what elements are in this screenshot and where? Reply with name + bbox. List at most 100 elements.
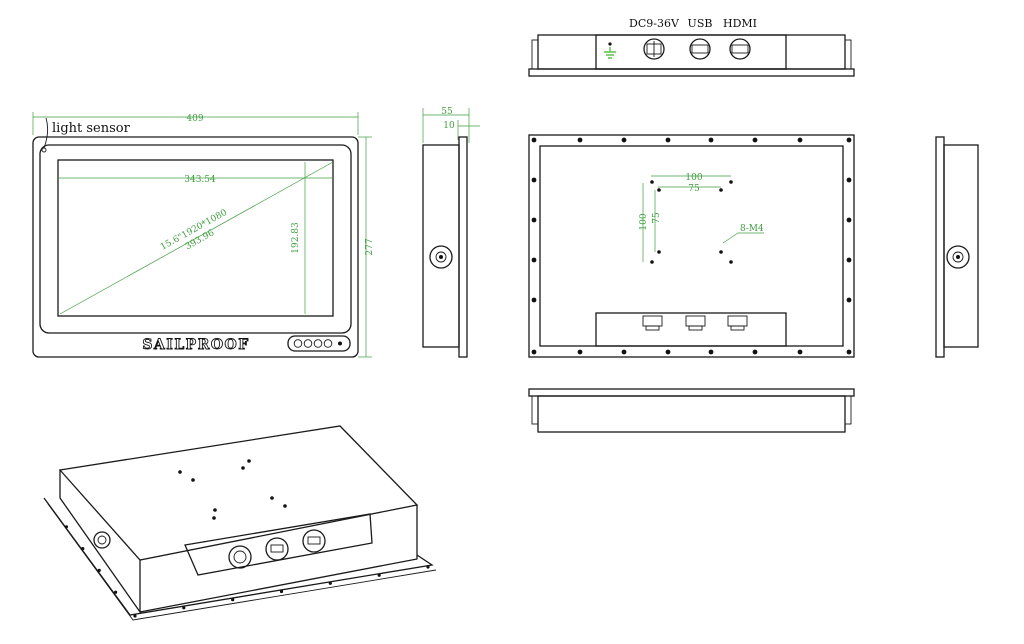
mounting-bolt — [531, 297, 537, 303]
iso-top-face — [58, 425, 419, 561]
vesa-outer-vertical-dimension: 100 — [639, 213, 649, 230]
mounting-bolt — [708, 349, 714, 355]
iso-vesa-hole — [270, 496, 274, 500]
vesa-hole — [650, 180, 654, 184]
iso-flange-bolt — [279, 589, 284, 594]
mounting-bolt — [665, 349, 671, 355]
iso-front-face — [139, 505, 418, 613]
mounting-bolt — [846, 137, 852, 143]
mounting-bolt — [531, 137, 537, 143]
screw-label-leader — [722, 232, 739, 244]
button-down-icon — [313, 339, 323, 348]
iso-vesa-hole — [213, 508, 217, 512]
vesa-inner-dimension: 75 — [688, 184, 700, 194]
top-housing — [537, 34, 846, 70]
bottom-housing — [537, 395, 846, 433]
iso-flange-bolts — [64, 525, 430, 618]
mounting-bolt — [752, 137, 758, 143]
brand-logo: SAILPROOF — [142, 337, 249, 353]
mounting-bolt — [846, 217, 852, 223]
bottom-flange — [528, 388, 855, 397]
bottom-view — [528, 388, 855, 433]
iso-flange-bolt — [426, 565, 430, 569]
mounting-bolt — [846, 349, 852, 355]
ground-symbol-icon — [604, 47, 616, 59]
iso-flange-bolt — [97, 568, 101, 573]
mounting-bolt — [797, 349, 803, 355]
right-side-view — [935, 136, 979, 358]
button-power-icon — [293, 339, 303, 348]
iso-vesa-hole — [191, 478, 195, 482]
screen-height-dimension: 192.83 — [291, 222, 301, 254]
mounting-bolt — [621, 137, 627, 143]
iso-flange-outline — [43, 497, 434, 616]
iso-flange-bolt — [64, 525, 68, 529]
vesa-outer-dimension: 100 — [685, 173, 702, 183]
iso-vesa-hole — [283, 504, 287, 508]
mounting-bolt — [531, 217, 537, 223]
top-flange — [528, 68, 855, 77]
left-side-view: 55 10 — [422, 107, 480, 358]
depth-dimension: 55 — [441, 107, 453, 117]
screw-label: 8-M4 — [740, 224, 764, 234]
vesa-hole — [729, 180, 733, 184]
vesa-hole — [729, 260, 733, 264]
iso-hdmi-connector-icon — [302, 529, 326, 553]
rear-view: 100 75 100 75 8-M4 — [528, 134, 855, 358]
light-sensor-label: light sensor — [52, 121, 131, 136]
connector-label-usb: USB — [688, 17, 713, 30]
rear-mounting-bolts — [531, 137, 852, 355]
side-flange — [458, 136, 468, 358]
screen-width-dimension: 343.54 — [184, 175, 216, 185]
front-bezel — [32, 136, 359, 358]
iso-left-face — [59, 470, 141, 615]
flange-dimension: 10 — [443, 121, 455, 131]
vesa-inner-vertical-dimension: 75 — [652, 212, 662, 224]
hdmi-connector-icon — [729, 38, 751, 60]
usb-connector-icon — [689, 38, 711, 60]
mounting-bolt — [665, 137, 671, 143]
iso-usb-connector-icon — [265, 537, 289, 561]
ground-point-icon — [608, 42, 612, 46]
right-side-flange — [935, 136, 945, 358]
rear-hdmi-connector-icon — [727, 315, 748, 327]
button-up-icon — [323, 339, 333, 348]
connector-label-dc: DC9-36V — [629, 17, 680, 30]
width-dimension: 409 — [186, 114, 203, 124]
mounting-bolt — [846, 297, 852, 303]
vesa-hole — [650, 260, 654, 264]
vesa-hole — [719, 188, 723, 192]
iso-flange-bolt — [328, 581, 332, 585]
vesa-hole — [657, 188, 661, 192]
iso-dc-connector-icon — [228, 545, 252, 569]
iso-vesa-hole — [212, 516, 216, 520]
iso-flange-bolt — [114, 590, 118, 594]
iso-connector-panel — [184, 513, 373, 576]
control-button-panel — [287, 335, 351, 352]
iso-vesa-hole — [178, 470, 182, 474]
side-connector-icon — [429, 245, 453, 269]
rear-flange — [528, 134, 855, 358]
top-connector-panel — [595, 34, 787, 70]
screen-area — [57, 159, 334, 317]
mounting-bolt — [797, 137, 803, 143]
iso-vesa-hole — [247, 459, 251, 463]
iso-flange-bolt — [81, 547, 85, 551]
connector-label-hdmi: HDMI — [723, 17, 757, 30]
iso-side-connector-icon — [93, 531, 111, 549]
mounting-bolt — [577, 349, 583, 355]
top-view: DC9-36V USB HDMI — [528, 17, 855, 77]
mounting-bolt — [708, 137, 714, 143]
front-inner-frame — [39, 144, 352, 334]
vesa-hole — [657, 250, 661, 254]
iso-flange-bolt — [182, 606, 186, 610]
status-led-icon — [338, 341, 342, 346]
mounting-bolt — [531, 177, 537, 183]
light-sensor-icon — [41, 147, 47, 153]
iso-vesa-hole — [241, 466, 245, 470]
mounting-bolt — [846, 257, 852, 263]
vesa-hole — [719, 250, 723, 254]
button-menu-icon — [303, 339, 313, 348]
mounting-bolt — [846, 177, 852, 183]
